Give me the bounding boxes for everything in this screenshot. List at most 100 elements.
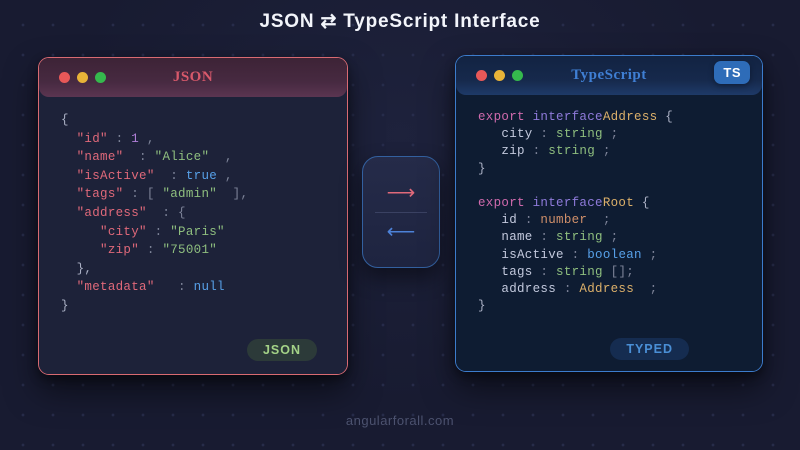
code-token: :: [524, 144, 549, 159]
code-line: "tags" : [ "admin" ],: [61, 185, 329, 204]
code-token: ],: [217, 187, 249, 202]
code-token: Address: [602, 110, 658, 124]
code-token: :: [532, 127, 557, 142]
typescript-panel-header: TypeScript: [456, 56, 762, 95]
code-token: }: [478, 299, 486, 314]
code-line: "name" : "Alice" ,: [61, 148, 329, 167]
code-token: true: [185, 168, 218, 183]
code-token: [478, 144, 501, 158]
code-token: interface: [532, 196, 603, 211]
minimize-window-icon: [494, 70, 505, 81]
code-line: "city" : "Paris": [61, 223, 329, 242]
code-token: {: [634, 196, 650, 211]
code-line: "zip" : "75001": [61, 241, 329, 260]
code-token: :: [532, 230, 557, 245]
code-token: id: [501, 213, 518, 228]
code-line: export interfaceAddress {: [478, 109, 744, 126]
code-token: [478, 265, 501, 279]
code-line: [478, 178, 744, 195]
code-line: address : Address ;: [478, 281, 744, 298]
code-line: }: [478, 298, 744, 315]
code-line: "isActive" : true ,: [61, 167, 329, 186]
convert-to-typescript-arrow-icon[interactable]: ⟶: [386, 181, 416, 204]
code-token: "75001": [162, 243, 218, 258]
code-token: string: [556, 230, 603, 245]
typescript-panel-title: TypeScript: [571, 67, 647, 83]
code-token: ,: [217, 168, 233, 183]
window-controls: [59, 72, 106, 83]
code-line: zip : string ;: [478, 143, 744, 160]
code-token: "id": [76, 131, 108, 146]
code-token: [];: [602, 264, 635, 279]
code-token: [61, 187, 77, 201]
code-token: "isActive": [76, 168, 155, 183]
code-token: ,: [209, 150, 233, 165]
code-token: ;: [641, 247, 658, 262]
code-line: tags : string [];: [478, 264, 744, 281]
code-token: "name": [76, 150, 124, 165]
code-line: }: [478, 161, 744, 178]
convert-to-json-arrow-icon[interactable]: ⟵: [386, 220, 416, 243]
code-token: :: [532, 264, 557, 279]
code-token: :: [563, 247, 588, 262]
code-token: "metadata": [76, 280, 155, 295]
close-window-icon: [476, 70, 487, 81]
code-line: {: [61, 111, 329, 130]
code-line: "id" : 1 ,: [61, 130, 329, 149]
code-token: "tags": [76, 187, 124, 202]
code-token: },: [61, 261, 93, 276]
code-token: export: [478, 110, 533, 124]
code-token: interface: [532, 110, 603, 124]
code-line: }: [61, 297, 329, 316]
typescript-panel: TS TypeScript export interfaceAddress { …: [455, 55, 763, 372]
code-token: string: [556, 264, 603, 279]
code-line: isActive : boolean ;: [478, 247, 744, 264]
code-token: ;: [602, 127, 619, 142]
code-token: "zip": [100, 243, 140, 258]
code-token: export: [478, 196, 533, 211]
code-token: :: [139, 243, 163, 258]
code-line: export interfaceRoot {: [478, 195, 744, 212]
code-token: [478, 248, 501, 262]
code-token: "admin": [162, 187, 218, 202]
code-token: string: [548, 144, 596, 159]
code-token: ;: [595, 144, 611, 159]
code-token: }: [478, 161, 486, 176]
code-token: : {: [146, 205, 186, 220]
code-token: :: [154, 280, 194, 295]
code-token: :: [123, 150, 155, 165]
code-token: [478, 282, 501, 296]
code-line: "metadata" : null: [61, 278, 329, 297]
json-badge[interactable]: JSON: [246, 339, 317, 361]
converter-box: ⟶ ⟵: [362, 156, 440, 268]
ts-logo-badge: TS: [714, 61, 750, 84]
code-line: name : string ;: [478, 229, 744, 246]
code-token: isActive: [501, 247, 564, 262]
code-token: }: [61, 298, 69, 313]
maximize-window-icon: [512, 70, 523, 81]
code-token: "Paris": [170, 224, 225, 239]
code-token: {: [657, 110, 674, 124]
code-token: Address: [579, 282, 635, 297]
code-token: city: [501, 127, 533, 142]
json-panel: JSON { "id" : 1 , "name" : "Alice" , "is…: [38, 57, 348, 375]
typed-badge[interactable]: TYPED: [610, 338, 689, 360]
code-token: :: [146, 224, 171, 239]
code-token: ;: [634, 282, 658, 297]
code-token: [61, 280, 77, 294]
close-window-icon: [59, 72, 70, 83]
converter-divider: [375, 211, 427, 213]
maximize-window-icon: [95, 72, 106, 83]
json-panel-header: JSON: [39, 58, 347, 97]
code-token: :: [107, 131, 132, 146]
code-line: city : string ;: [478, 126, 744, 143]
code-token: {: [61, 113, 69, 127]
code-token: "Alice": [154, 150, 210, 165]
code-token: [478, 127, 501, 141]
page-title: JSON ⇄ TypeScript Interface: [259, 11, 541, 32]
code-token: 1: [131, 131, 140, 146]
code-token: [61, 150, 77, 164]
code-token: "city": [100, 224, 147, 239]
code-token: string: [556, 127, 603, 142]
code-token: address: [501, 282, 557, 297]
